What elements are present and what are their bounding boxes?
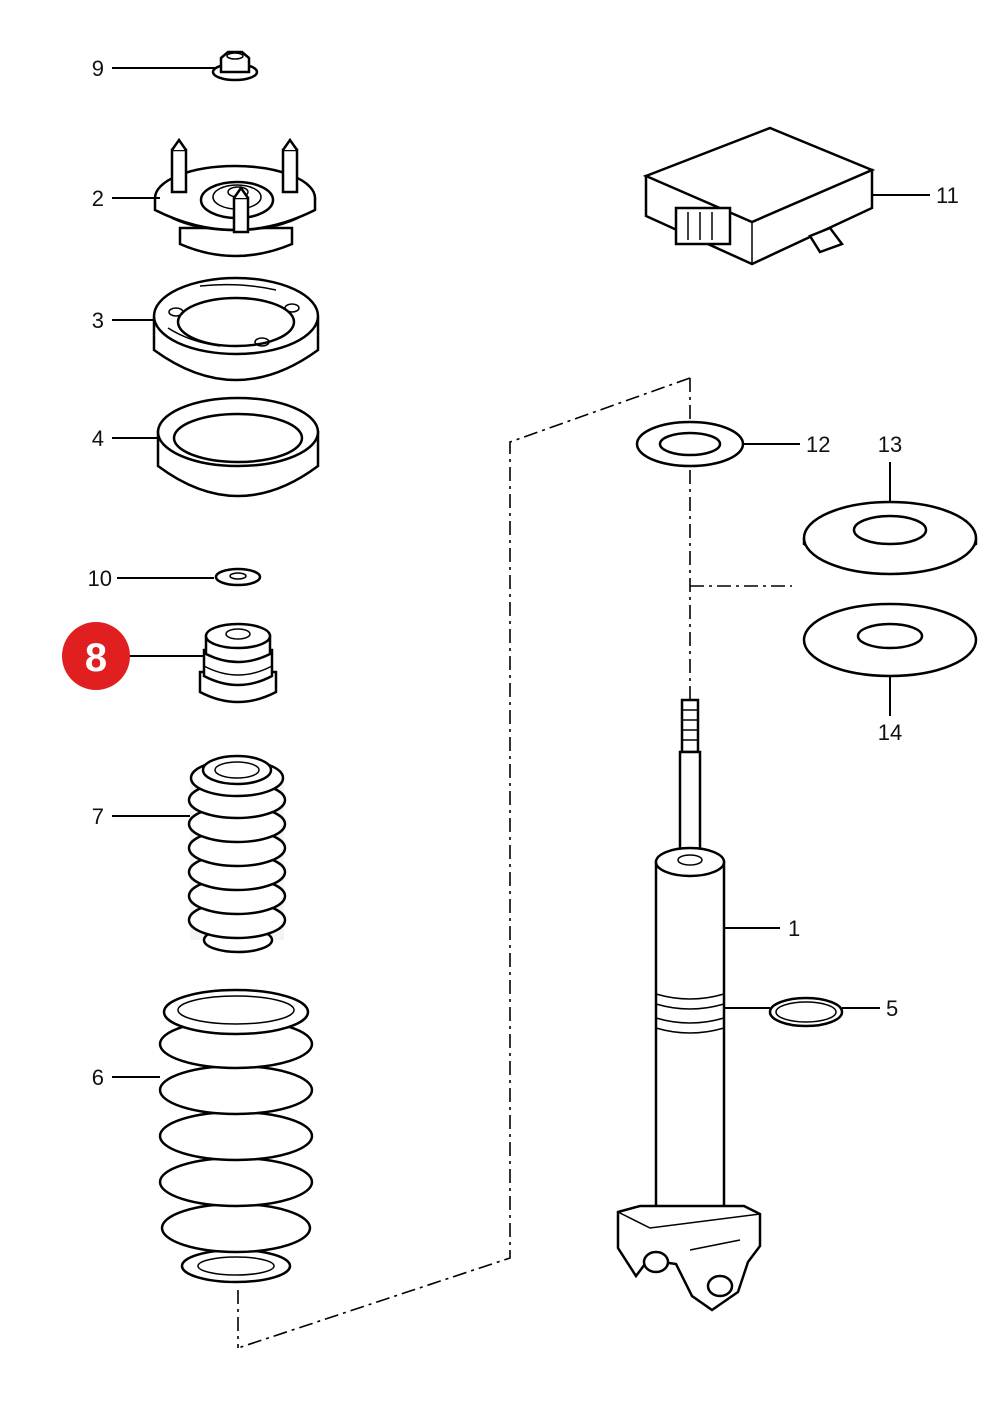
highlight-callout-8[interactable]: 8 bbox=[62, 622, 130, 690]
callout-3: 3 bbox=[92, 308, 104, 333]
part-8-bump-stop[interactable] bbox=[198, 622, 278, 704]
callout-11: 11 bbox=[936, 183, 959, 208]
callout-5: 5 bbox=[886, 996, 898, 1021]
part-11-control-unit[interactable] bbox=[642, 126, 876, 266]
callout-2: 2 bbox=[92, 186, 104, 211]
highlight-label: 8 bbox=[85, 636, 107, 680]
part-4-spacer-ring[interactable] bbox=[156, 396, 320, 498]
part-6-coil-spring[interactable] bbox=[158, 988, 314, 1284]
callout-10: 10 bbox=[88, 566, 112, 591]
part-9-nut[interactable] bbox=[211, 50, 259, 82]
callout-7: 7 bbox=[92, 804, 104, 829]
callout-1: 1 bbox=[788, 916, 800, 941]
part-10-washer[interactable] bbox=[214, 567, 262, 587]
part-14-large-washer[interactable] bbox=[802, 602, 978, 678]
part-2-top-mount[interactable] bbox=[153, 137, 317, 258]
part-13-large-washer[interactable] bbox=[802, 500, 978, 576]
callout-9: 9 bbox=[92, 56, 104, 81]
callout-4: 4 bbox=[92, 426, 104, 451]
callout-12: 12 bbox=[806, 432, 830, 457]
part-12-washer[interactable] bbox=[635, 420, 745, 468]
leader-lines bbox=[112, 67, 930, 1078]
part-7-dust-boot[interactable] bbox=[187, 754, 287, 954]
callout-6: 6 bbox=[92, 1065, 104, 1090]
assembly-guide-lines bbox=[237, 377, 792, 1349]
part-1-shock-absorber[interactable] bbox=[616, 698, 762, 1312]
callout-14: 14 bbox=[878, 720, 902, 745]
callout-13: 13 bbox=[878, 432, 902, 457]
highlight-circle bbox=[62, 622, 130, 690]
part-5-circlip[interactable] bbox=[768, 996, 844, 1028]
part-3-spring-seat[interactable] bbox=[152, 276, 320, 382]
